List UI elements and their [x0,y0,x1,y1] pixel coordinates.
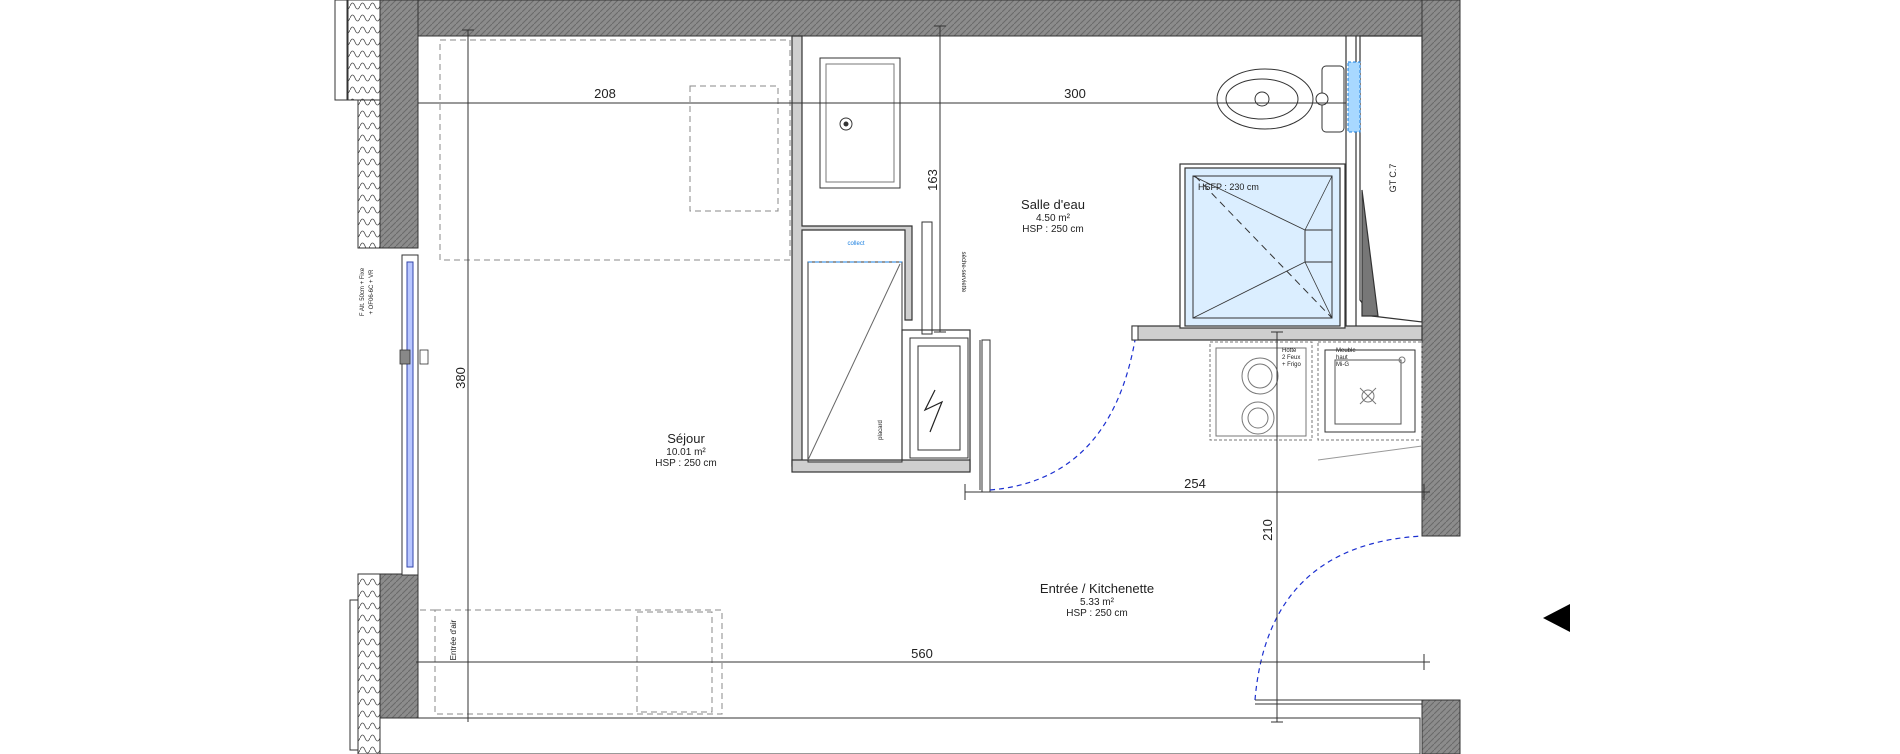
shower [1184,167,1341,327]
entrance-door [1254,535,1460,705]
room-name-salle-deau: Salle d'eau [1021,197,1085,212]
kitchenette-units [1209,341,1423,461]
window-bay [399,254,429,576]
bathroom-door [981,325,1139,493]
hotte-label-2: 2 Feux [1282,355,1300,361]
room-hsp-salle-deau: HSP : 250 cm [1022,224,1084,235]
shower-hsfp-label: HSFP : 230 cm [1198,182,1259,192]
room-area-salle-deau: 4.50 m² [1036,213,1071,224]
kitchen-sink-area [819,57,901,189]
dim-208: 208 [594,86,616,101]
dimension-lines [416,25,1430,723]
room-hsp-sejour: HSP : 250 cm [655,458,717,469]
room-sejour-label: Séjour 10.01 m² HSP : 250 cm [655,431,717,469]
walls [334,0,1461,754]
entree-air-label: Entrée d'air [449,619,458,660]
dim-300: 300 [1064,86,1086,101]
room-salle-deau-label: Salle d'eau 4.50 m² HSP : 250 cm [1021,197,1085,235]
meuble-label-2: haut [1336,355,1348,361]
entrance-arrow-icon [1543,604,1570,632]
room-name-sejour: Séjour [667,431,705,446]
dim-210: 210 [1260,519,1275,541]
gaine-label: GT C.7 [1388,164,1398,193]
hotte-label-1: Hotte [1282,348,1297,354]
collect-label: collect [847,241,864,247]
dim-560: 560 [911,646,933,661]
room-area-entree: 5.33 m² [1080,597,1115,608]
dim-163: 163 [925,169,940,191]
annotation-labels: HSFP : 230 cm GT C.7 F Alt. 50cm + Fixe … [360,164,1398,661]
room-entree-label: Entrée / Kitchenette 5.33 m² HSP : 250 c… [1040,581,1154,619]
toilet [1216,61,1361,133]
meuble-label-3: Mi-G [1336,362,1349,368]
dim-254: 254 [1184,476,1206,491]
room-area-sejour: 10.01 m² [666,447,706,458]
hotte-label-3: + Frigo [1282,362,1302,368]
dim-380: 380 [453,367,468,389]
placard-label: placard [878,420,884,440]
room-name-entree: Entrée / Kitchenette [1040,581,1154,596]
sejour-furniture [420,39,791,715]
meuble-label-1: Meuble [1336,348,1356,354]
window-spec-line1: F Alt. 50cm + Fixe [360,267,366,316]
placard-block [807,261,987,490]
towel-dryer [921,221,933,335]
towel-dryer-label: sèche-serviette [960,252,966,293]
room-hsp-entree: HSP : 250 cm [1066,608,1128,619]
window-spec-line2: + OF06-6C + VR [369,269,375,315]
dimension-labels: 208 300 163 380 254 210 560 [453,86,1275,661]
